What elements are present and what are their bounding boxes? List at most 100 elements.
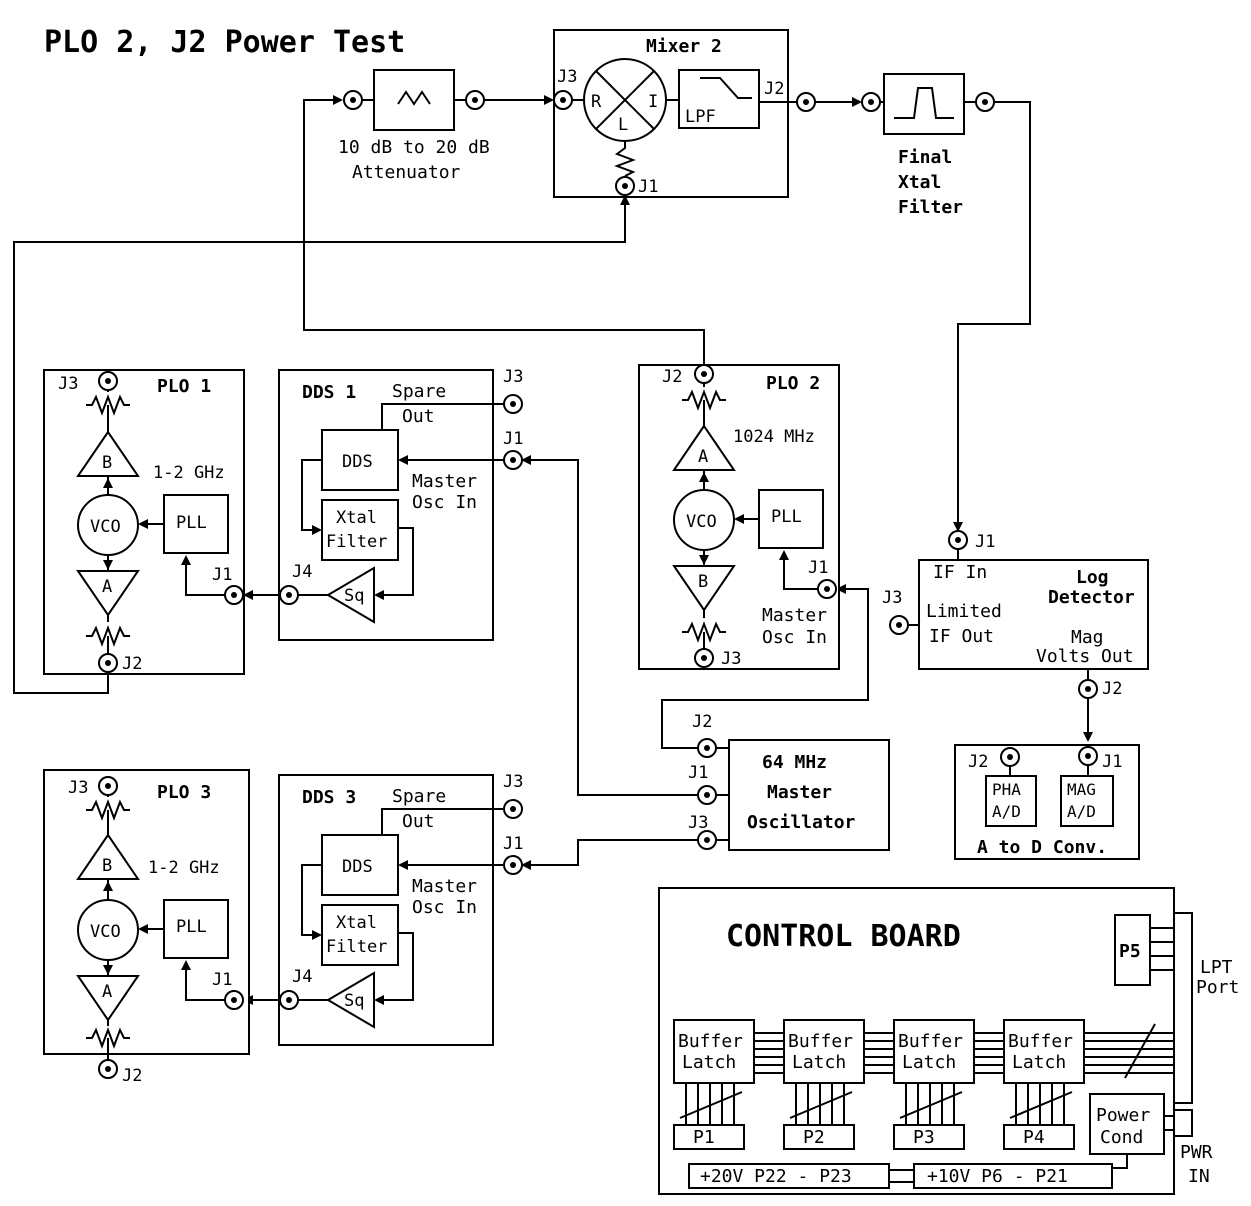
mixer-j1-connector [615, 176, 635, 196]
svg-text:J2: J2 [692, 712, 712, 732]
svg-text:J1: J1 [975, 532, 995, 552]
dds1-j1-connector [503, 450, 523, 470]
svg-text:Master: Master [412, 471, 477, 492]
plo2-j1-connector [817, 579, 837, 599]
plo3-j3-connector [98, 776, 118, 796]
power-rails: +20V P22 - P23 +10V P6 - P21 [688, 1163, 1113, 1189]
svg-text:LPT: LPT [1200, 957, 1233, 978]
svg-text:Latch: Latch [792, 1052, 846, 1073]
svg-text:J3: J3 [58, 374, 78, 394]
filter-out-connector [975, 92, 995, 112]
plo1-j3-connector [98, 371, 118, 391]
attenuator-label-2: Attenuator [352, 162, 461, 183]
svg-text:PLO 1: PLO 1 [157, 376, 211, 397]
svg-text:VCO: VCO [90, 517, 121, 537]
svg-text:Final: Final [898, 147, 952, 168]
svg-text:Log: Log [1076, 567, 1109, 588]
svg-text:J3: J3 [688, 813, 708, 833]
osc-j1-connector [697, 785, 717, 805]
svg-text:Filter: Filter [326, 937, 387, 957]
dds1-j4-connector [279, 585, 299, 605]
svg-text:J1: J1 [212, 970, 232, 990]
svg-text:J2: J2 [764, 79, 784, 99]
a-to-d-converter: J2 PHA A/D J1 MAG A/D A to D Conv. [954, 744, 1140, 860]
plo3-j2-connector [98, 1059, 118, 1079]
svg-text:J1: J1 [1102, 752, 1122, 772]
svg-text:Xtal: Xtal [898, 172, 941, 193]
svg-text:A: A [102, 982, 112, 1002]
svg-text:PLL: PLL [176, 513, 207, 533]
svg-text:J1: J1 [688, 763, 708, 783]
svg-text:Limited: Limited [926, 601, 1002, 622]
svg-text:Filter: Filter [898, 197, 963, 218]
svg-text:MAG: MAG [1067, 780, 1096, 799]
svg-text:Cond: Cond [1100, 1127, 1143, 1148]
svg-text:Port: Port [1196, 977, 1239, 998]
svg-text:P3: P3 [913, 1127, 935, 1148]
adc-j1-connector [1078, 746, 1098, 766]
mixer-2: Mixer 2 J3 R I L LPF J2 J1 [553, 29, 816, 198]
svg-text:J1: J1 [808, 558, 828, 578]
svg-text:J3: J3 [503, 772, 523, 792]
svg-text:Osc In: Osc In [762, 627, 827, 648]
svg-text:PWR: PWR [1180, 1142, 1213, 1163]
svg-text:Oscillator: Oscillator [747, 812, 856, 833]
svg-text:Xtal: Xtal [336, 913, 377, 933]
svg-text:Latch: Latch [1012, 1052, 1066, 1073]
svg-text:Power: Power [1096, 1105, 1150, 1126]
svg-text:PLL: PLL [771, 507, 802, 527]
p5-connector [1114, 914, 1151, 986]
svg-text:+20V P22 - P23: +20V P22 - P23 [700, 1166, 852, 1187]
svg-text:Volts Out: Volts Out [1036, 646, 1134, 667]
svg-text:Master: Master [767, 782, 832, 803]
svg-text:Out: Out [402, 811, 435, 832]
plo1-j1-connector [224, 585, 244, 605]
final-xtal-filter: Final Xtal Filter [861, 73, 995, 218]
svg-text:A to D Conv.: A to D Conv. [977, 837, 1107, 858]
control-board-title: CONTROL BOARD [726, 919, 961, 954]
svg-text:J2: J2 [1102, 679, 1122, 699]
dds3-j3-connector [503, 799, 523, 819]
svg-text:Buffer: Buffer [788, 1031, 853, 1052]
svg-text:J3: J3 [721, 649, 741, 669]
filter-in-connector [861, 92, 881, 112]
svg-text:B: B [102, 856, 112, 876]
plo-3: PLO 3 J3 B 1-2 GHz VCO PLL A J2 J1 [43, 769, 250, 1086]
svg-text:J3: J3 [882, 588, 902, 608]
mixer-title: Mixer 2 [646, 36, 722, 57]
svg-text:Buffer: Buffer [678, 1031, 743, 1052]
svg-text:J1: J1 [503, 429, 523, 449]
osc-j3-connector [697, 830, 717, 850]
page-title: PLO 2, J2 Power Test [44, 25, 405, 60]
power-conditioner: Power Cond PWR IN [1089, 1093, 1213, 1187]
svg-text:I: I [648, 92, 658, 112]
mixer-j2-connector [796, 92, 816, 112]
svg-text:IF Out: IF Out [929, 626, 994, 647]
svg-text:PLL: PLL [176, 917, 207, 937]
svg-text:A/D: A/D [992, 802, 1021, 821]
svg-text:+10V P6 - P21: +10V P6 - P21 [927, 1166, 1068, 1187]
dds1-j3-connector [503, 394, 523, 414]
svg-text:Buffer: Buffer [1008, 1031, 1073, 1052]
svg-text:PHA: PHA [992, 780, 1021, 799]
dds3-j1-connector [503, 855, 523, 875]
svg-text:P5: P5 [1119, 941, 1141, 962]
lpt-port [1173, 912, 1193, 1104]
svg-text:P2: P2 [803, 1127, 825, 1148]
svg-text:Out: Out [402, 406, 435, 427]
pwr-in-port [1173, 1109, 1193, 1137]
svg-text:DDS 1: DDS 1 [302, 382, 356, 403]
svg-text:Sq: Sq [344, 586, 364, 606]
logdet-j1-connector [948, 530, 968, 550]
svg-text:J2: J2 [968, 752, 988, 772]
adc-j2-connector [1000, 747, 1020, 767]
svg-text:Filter: Filter [326, 532, 387, 552]
svg-text:DDS: DDS [342, 857, 373, 877]
svg-text:Osc In: Osc In [412, 492, 477, 513]
attenuator-label-1: 10 dB to 20 dB [338, 137, 490, 158]
svg-text:IF In: IF In [933, 562, 987, 583]
wires [13, 95, 1093, 1005]
attenuator-out-connector [465, 90, 485, 110]
svg-text:Latch: Latch [902, 1052, 956, 1073]
